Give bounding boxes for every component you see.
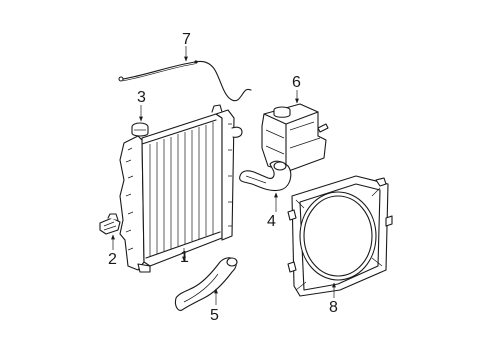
callout-2: 2 — [108, 251, 117, 268]
fan-shroud-part — [287, 175, 393, 297]
callout-5: 5 — [210, 307, 219, 324]
coolant-reservoir-part — [261, 103, 329, 173]
radiator-cap-part — [131, 122, 149, 137]
wire-harness-part — [118, 60, 252, 102]
callout-1: 1 — [180, 249, 189, 266]
callout-8: 8 — [329, 299, 338, 316]
callout-4: 4 — [267, 213, 276, 230]
radiator-part — [119, 104, 243, 273]
mounting-clip-part — [99, 213, 121, 235]
callout-3: 3 — [137, 89, 146, 106]
callout-7: 7 — [182, 31, 191, 48]
callout-leaders — [111, 46, 336, 305]
upper-hose-part — [239, 160, 292, 192]
callout-6: 6 — [292, 74, 301, 91]
callout-numbers: 7 3 6 4 2 1 5 8 — [108, 31, 338, 324]
lower-hose-part — [174, 257, 238, 311]
